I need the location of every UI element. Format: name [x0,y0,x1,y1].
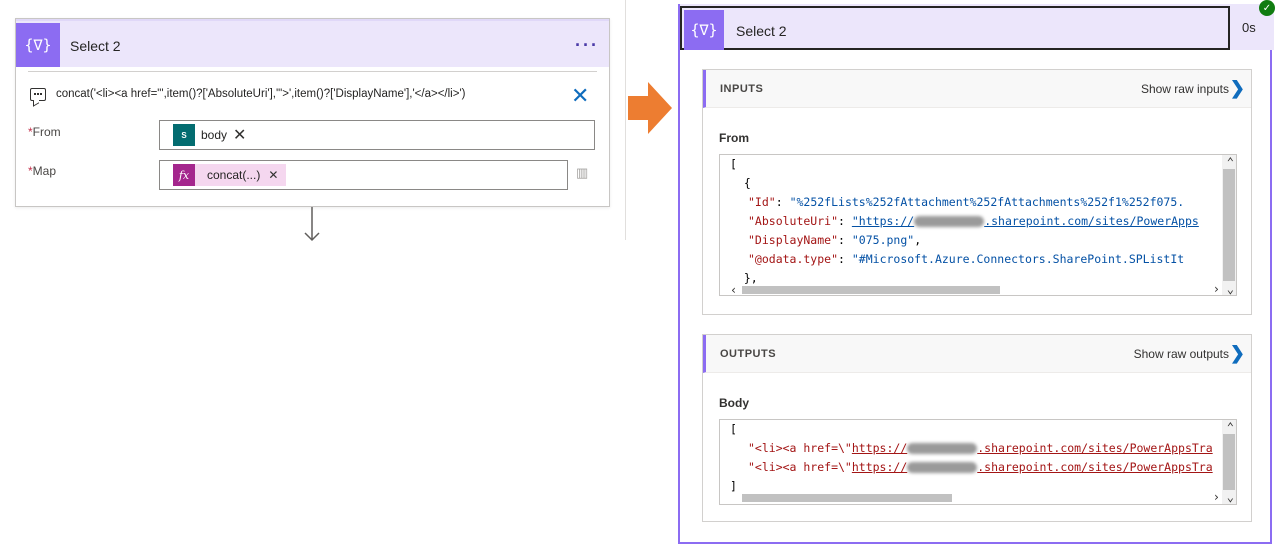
run-header[interactable]: {∇} Select 2 0s [680,4,1274,50]
sharepoint-icon: S [173,124,195,146]
redacted-text [907,462,978,473]
vertical-scrollbar[interactable] [1222,155,1236,295]
show-raw-outputs-link[interactable]: Show raw outputs [1133,347,1229,361]
code-line: ] [730,479,737,493]
concat-token[interactable]: fx concat(...) ✕ [173,164,287,186]
code-line: "<li><a href=\"https://.sharepoint.com/s… [748,460,1213,474]
expression-icon: fx [173,164,195,186]
map-label: *Map [28,164,57,178]
map-field[interactable]: fx concat(...) ✕ [159,160,568,190]
token-label: body [201,128,228,142]
code-line: }, [730,271,758,285]
show-raw-inputs-link[interactable]: Show raw inputs [1140,82,1229,96]
code-line: [ [730,157,737,171]
scroll-right-icon[interactable]: › [1212,490,1220,504]
chevron-right-icon[interactable]: ❯ [1229,343,1245,363]
scroll-right-icon[interactable]: › [1212,282,1220,296]
code-line: "AbsoluteUri": "https://.sharepoint.com/… [748,214,1199,228]
redacted-text [907,443,978,454]
run-title-bar[interactable]: {∇} Select 2 [680,6,1230,50]
run-action-title: Select 2 [736,23,787,39]
scroll-left-icon[interactable]: ‹ [730,283,738,296]
from-label: From [719,131,749,145]
scroll-down-icon[interactable]: ⌄ [1226,490,1234,504]
close-icon[interactable]: ✕ [571,83,590,108]
scroll-down-icon[interactable]: ⌄ [1226,282,1234,296]
divider [28,71,597,72]
inputs-title: INPUTS [720,83,764,95]
action-header[interactable]: {∇} Select 2 ··· [16,19,609,67]
data-operation-icon: {∇} [684,10,724,50]
inputs-header: INPUTS Show raw inputs ❯ [703,70,1251,108]
action-title[interactable]: Select 2 [70,38,121,54]
flow-arrow-icon [304,207,320,242]
data-operation-icon: {∇} [16,23,60,67]
inputs-section: INPUTS Show raw inputs ❯ From [ { "Id": … [702,69,1252,315]
check-icon: ✓ [1259,0,1275,16]
outputs-section: OUTPUTS Show raw outputs ❯ Body [ "<li><… [702,334,1252,522]
chevron-right-icon[interactable]: ❯ [1229,78,1245,98]
run-duration: 0s [1242,20,1256,35]
delete-icon[interactable]: ▥ [576,165,589,180]
horizontal-scrollbar[interactable] [742,494,952,502]
code-line: [ [730,422,737,436]
vertical-scrollbar[interactable] [1222,420,1236,504]
body-label: Body [719,396,749,410]
comment-icon[interactable] [30,88,46,101]
more-options-icon[interactable]: ··· [575,35,599,55]
outputs-code-viewer[interactable]: [ "<li><a href=\"https://.sharepoint.com… [719,419,1237,505]
body-token[interactable]: S body ✕ [173,124,246,146]
redacted-text [914,216,985,227]
code-line: { [730,176,751,190]
scroll-up-icon[interactable]: ⌃ [1226,155,1234,169]
code-line: "<li><a href=\"https://.sharepoint.com/s… [748,441,1213,455]
pane-separator [625,0,626,240]
select-action-card: {∇} Select 2 ··· concat('<li><a href="',… [15,18,610,207]
code-line: "Id": "%252fLists%252fAttachment%252fAtt… [748,195,1185,209]
code-line: "DisplayName": "075.png", [748,233,922,247]
outputs-title: OUTPUTS [720,348,777,360]
code-line: "@odata.type": "#Microsoft.Azure.Connect… [748,252,1185,266]
run-details-card: {∇} Select 2 0s ✓ INPUTS Show raw inputs… [678,0,1275,544]
remove-token-icon[interactable]: ✕ [268,168,279,182]
expression-text: concat('<li><a href="',item()?['Absolute… [56,88,466,100]
token-label: concat(...) [207,168,261,182]
horizontal-scrollbar[interactable] [742,286,1000,294]
scroll-up-icon[interactable]: ⌃ [1226,420,1234,434]
from-label: *From [28,125,61,139]
remove-token-icon[interactable]: ✕ [233,127,247,144]
arrow-right-icon [628,82,672,134]
inputs-code-viewer[interactable]: [ { "Id": "%252fLists%252fAttachment%252… [719,154,1237,296]
outputs-header: OUTPUTS Show raw outputs ❯ [703,335,1251,373]
from-field[interactable]: S body ✕ [159,120,595,150]
